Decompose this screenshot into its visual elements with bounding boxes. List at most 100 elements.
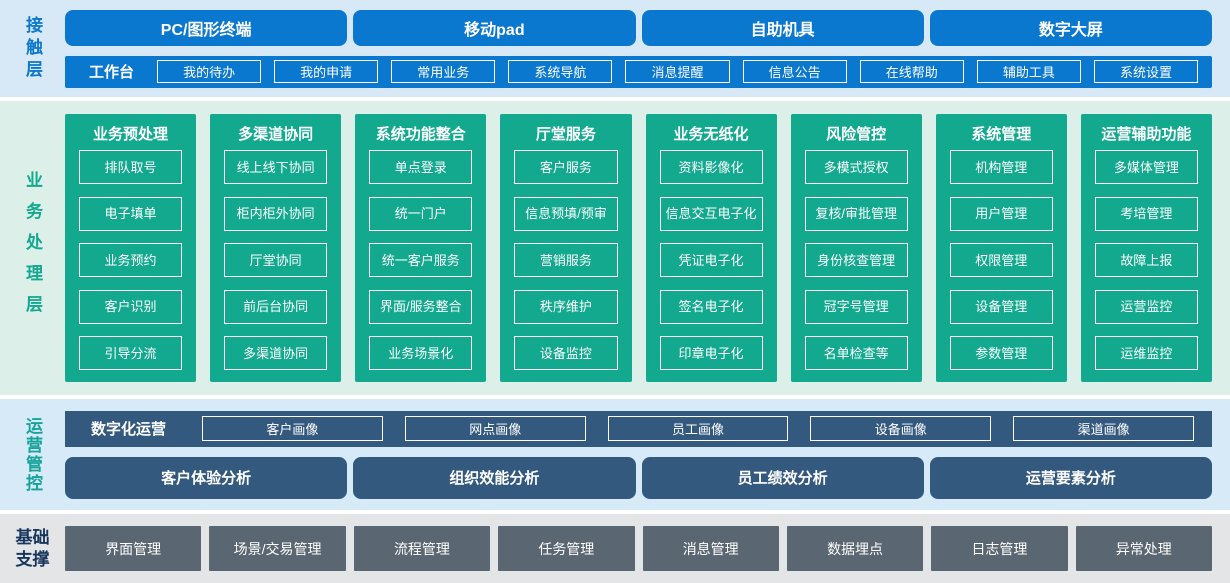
business-item: 权限管理 [949, 243, 1053, 277]
foundation-item: 场景/交易管理 [209, 526, 346, 571]
operations-layer-label-area: 运营管控 [0, 399, 65, 510]
digital-operations-item: 设备画像 [810, 416, 992, 441]
business-item: 统一客户服务 [369, 243, 473, 277]
workbench-bar: 工作台 我的待办我的申请常用业务系统导航消息提醒信息公告在线帮助辅助工具系统设置 [65, 55, 1212, 88]
business-item: 设备管理 [949, 289, 1053, 324]
analysis-block: 员工绩效分析 [641, 456, 924, 499]
workbench-label: 工作台 [89, 64, 135, 81]
business-item: 用户管理 [949, 196, 1053, 231]
business-item: 引导分流 [79, 336, 183, 370]
business-column: 风险管控多模式授权复核/审批管理身份核查管理冠字号管理名单检查等 [790, 114, 922, 382]
business-column-title: 风险管控 [826, 126, 887, 143]
analysis-block: 组织效能分析 [353, 456, 636, 499]
business-column: 系统功能整合单点登录统一门户统一客户服务界面/服务整合业务场景化 [355, 114, 487, 382]
business-column-items: 多媒体管理考培管理故障上报运营监控运维监控 [1094, 150, 1198, 370]
business-layer-content: 业务预处理排队取号电子填单业务预约客户识别引导分流多渠道协同线上线下协同柜内柜外… [65, 101, 1230, 395]
business-item: 柜内柜外协同 [224, 196, 328, 231]
business-column: 运营辅助功能多媒体管理考培管理故障上报运营监控运维监控 [1080, 114, 1212, 382]
business-column-items: 多模式授权复核/审批管理身份核查管理冠字号管理名单检查等 [804, 150, 908, 370]
business-column-title: 系统管理 [971, 126, 1032, 143]
operations-layer-label: 运营管控 [23, 416, 42, 493]
business-column-items: 单点登录统一门户统一客户服务界面/服务整合业务场景化 [369, 150, 473, 370]
business-column: 多渠道协同线上线下协同柜内柜外协同厅堂协同前后台协同多渠道协同 [210, 114, 342, 382]
business-column-items: 机构管理用户管理权限管理设备管理参数管理 [949, 150, 1053, 370]
business-item: 资料影像化 [659, 150, 763, 184]
terminal-block: 数字大屏 [929, 9, 1212, 46]
foundation-layer-content: 界面管理场景/交易管理流程管理任务管理消息管理数据埋点日志管理异常处理 [65, 514, 1230, 583]
business-column-items: 线上线下协同柜内柜外协同厅堂协同前后台协同多渠道协同 [224, 150, 328, 370]
foundation-item: 流程管理 [353, 526, 491, 571]
business-item: 单点登录 [369, 150, 473, 184]
business-item: 运维监控 [1094, 336, 1198, 370]
foundation-layer-label-area: 基础支撑 [0, 514, 65, 583]
digital-operations-item: 员工画像 [607, 416, 789, 441]
terminal-block: 自助机具 [641, 9, 924, 46]
business-item: 排队取号 [79, 150, 183, 184]
business-item: 业务场景化 [369, 336, 473, 370]
terminal-block: 移动pad [353, 9, 636, 46]
analysis-row: 客户体验分析组织效能分析员工绩效分析运营要素分析 [65, 456, 1212, 499]
workbench-item: 在线帮助 [859, 60, 964, 83]
business-item: 厅堂协同 [224, 243, 328, 277]
business-column: 厅堂服务客户服务信息预填/预审营销服务秩序维护设备监控 [500, 114, 632, 382]
workbench-item: 系统设置 [1093, 60, 1198, 83]
business-item: 身份核查管理 [804, 243, 908, 277]
business-item: 凭证电子化 [659, 243, 763, 277]
terminal-block: PC/图形终端 [65, 9, 348, 46]
analysis-block: 客户体验分析 [65, 456, 348, 499]
business-column-items: 客户服务信息预填/预审营销服务秩序维护设备监控 [514, 150, 618, 370]
operations-layer-content: 数字化运营 客户画像网点画像员工画像设备画像渠道画像 客户体验分析组织效能分析员… [65, 399, 1230, 510]
digital-operations-item: 客户画像 [202, 416, 383, 441]
business-item: 运营监控 [1094, 289, 1198, 324]
business-item: 名单检查等 [804, 336, 908, 370]
business-column-title: 运营辅助功能 [1101, 126, 1192, 143]
business-item: 冠字号管理 [804, 289, 908, 324]
business-column: 业务无纸化资料影像化信息交互电子化凭证电子化签名电子化印章电子化 [645, 114, 777, 382]
business-column-title: 业务预处理 [93, 126, 169, 143]
business-item: 统一门户 [369, 196, 473, 231]
operations-layer-band: 运营管控 数字化运营 客户画像网点画像员工画像设备画像渠道画像 客户体验分析组织… [0, 399, 1230, 510]
business-layer-label-area: 业务处理层 [0, 101, 65, 395]
business-item: 线上线下协同 [224, 150, 328, 184]
workbench-item: 我的申请 [274, 60, 379, 83]
contact-layer-label: 接触层 [23, 15, 42, 82]
foundation-item: 界面管理 [65, 526, 202, 571]
business-column-title: 业务无纸化 [673, 126, 749, 143]
business-column-title: 系统功能整合 [375, 126, 466, 143]
workbench-item: 系统导航 [508, 60, 613, 83]
business-column-items: 排队取号电子填单业务预约客户识别引导分流 [79, 150, 183, 370]
business-item: 前后台协同 [224, 289, 328, 324]
business-layer-label: 业务处理层 [23, 170, 42, 326]
contact-layer-label-area: 接触层 [0, 0, 65, 97]
workbench-item: 常用业务 [391, 60, 496, 83]
workbench-item: 消息提醒 [625, 60, 730, 83]
foundation-item: 消息管理 [642, 526, 779, 571]
digital-operations-bar: 数字化运营 客户画像网点画像员工画像设备画像渠道画像 [65, 410, 1212, 447]
business-item: 信息预填/预审 [514, 196, 618, 231]
business-item: 秩序维护 [514, 289, 618, 324]
business-item: 故障上报 [1094, 243, 1198, 277]
business-item: 签名电子化 [659, 289, 763, 324]
foundation-layer-band: 基础支撑 界面管理场景/交易管理流程管理任务管理消息管理数据埋点日志管理异常处理 [0, 514, 1230, 583]
analysis-block: 运营要素分析 [929, 456, 1212, 499]
business-column-title: 厅堂服务 [535, 126, 596, 143]
business-column-items: 资料影像化信息交互电子化凭证电子化签名电子化印章电子化 [659, 150, 763, 370]
business-item: 设备监控 [514, 336, 618, 370]
digital-operations-item: 渠道画像 [1013, 416, 1194, 441]
business-item: 信息交互电子化 [659, 196, 763, 231]
business-item: 参数管理 [949, 336, 1053, 370]
workbench-item: 我的待办 [157, 60, 262, 83]
foundation-item: 数据埋点 [786, 526, 924, 571]
foundation-layer-label: 基础支撑 [15, 527, 50, 569]
business-item: 考培管理 [1094, 196, 1198, 231]
business-item: 多渠道协同 [224, 336, 328, 370]
business-item: 客户识别 [79, 289, 183, 324]
business-item: 业务预约 [79, 243, 183, 277]
business-column: 系统管理机构管理用户管理权限管理设备管理参数管理 [935, 114, 1067, 382]
business-item: 多模式授权 [804, 150, 908, 184]
workbench-item: 信息公告 [742, 60, 847, 83]
business-item: 客户服务 [514, 150, 618, 184]
business-item: 印章电子化 [659, 336, 763, 370]
foundation-item: 任务管理 [498, 526, 635, 571]
